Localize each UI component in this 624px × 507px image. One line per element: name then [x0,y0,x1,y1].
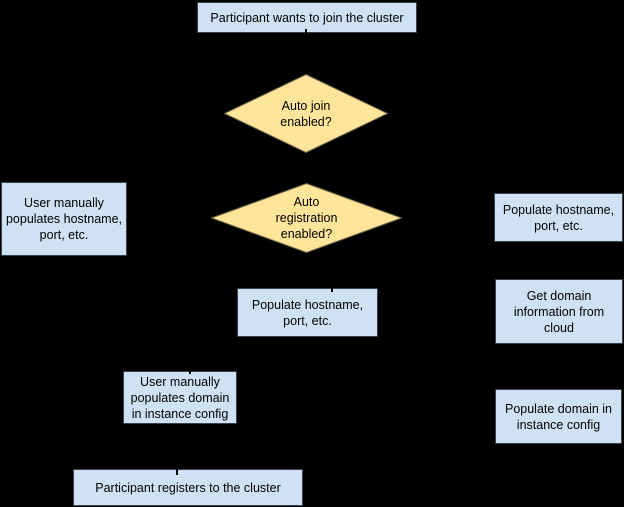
connector-manual-hostname-to-end [62,256,72,492]
node-start: Participant wants to join the cluster [197,2,417,33]
node-start-label: Participant wants to join the cluster [210,10,404,25]
node-end: Participant registers to the cluster [73,469,303,506]
node-manual-domain: User manually populates domain in instan… [123,371,237,424]
connector-auto-join-to-auto-registration [302,151,312,188]
connector-auto-join-no-to-manual-hostname [59,112,224,187]
arrowhead-remnant [189,367,191,374]
node-get-domain-cloud: Get domain information from cloud [495,279,623,344]
node-manual-hostname: User manually populates hostname, port, … [1,182,127,256]
node-manual-hostname-label: User manually populates hostname, port, … [5,196,123,242]
node-auto-registration-label: Auto registration enabled? [275,195,338,241]
diamond-shape [224,74,388,153]
connector-manual-domain-to-end [172,423,182,473]
node-auto-registration-decision: Auto registration enabled? [211,183,402,253]
node-populate-hostname-mid: Populate hostname, port, etc. [237,288,378,337]
node-end-label: Participant registers to the cluster [95,480,281,495]
node-populate-hostname-right: Populate hostname, port, etc. [494,193,623,242]
arrowhead-remnant [331,286,333,292]
connector-populate-domain-to-end [304,444,559,492]
node-populate-domain: Populate domain in instance config [495,389,622,444]
node-populate-domain-label: Populate domain in instance config [504,401,613,432]
node-populate-hostname-right-label: Populate hostname, port, etc. [502,202,615,233]
connector-auto-registration-to-populate-hostname-mid [306,251,332,292]
node-get-domain-cloud-label: Get domain information from cloud [513,288,605,335]
node-populate-hostname-mid-label: Populate hostname, port, etc. [251,297,364,328]
node-manual-domain-label: User manually populates domain in instan… [130,374,230,421]
connector-populate-hostname-mid-to-manual-domain [185,337,308,376]
node-auto-join-label: Auto join enabled? [280,98,332,129]
arrowhead-remnant [176,468,178,475]
connector-auto-join-yes-to-populate-hostname [388,112,563,198]
node-auto-join-decision: Auto join enabled? [224,74,388,153]
diamond-shape [211,183,402,253]
arrowhead-remnant [305,29,307,35]
